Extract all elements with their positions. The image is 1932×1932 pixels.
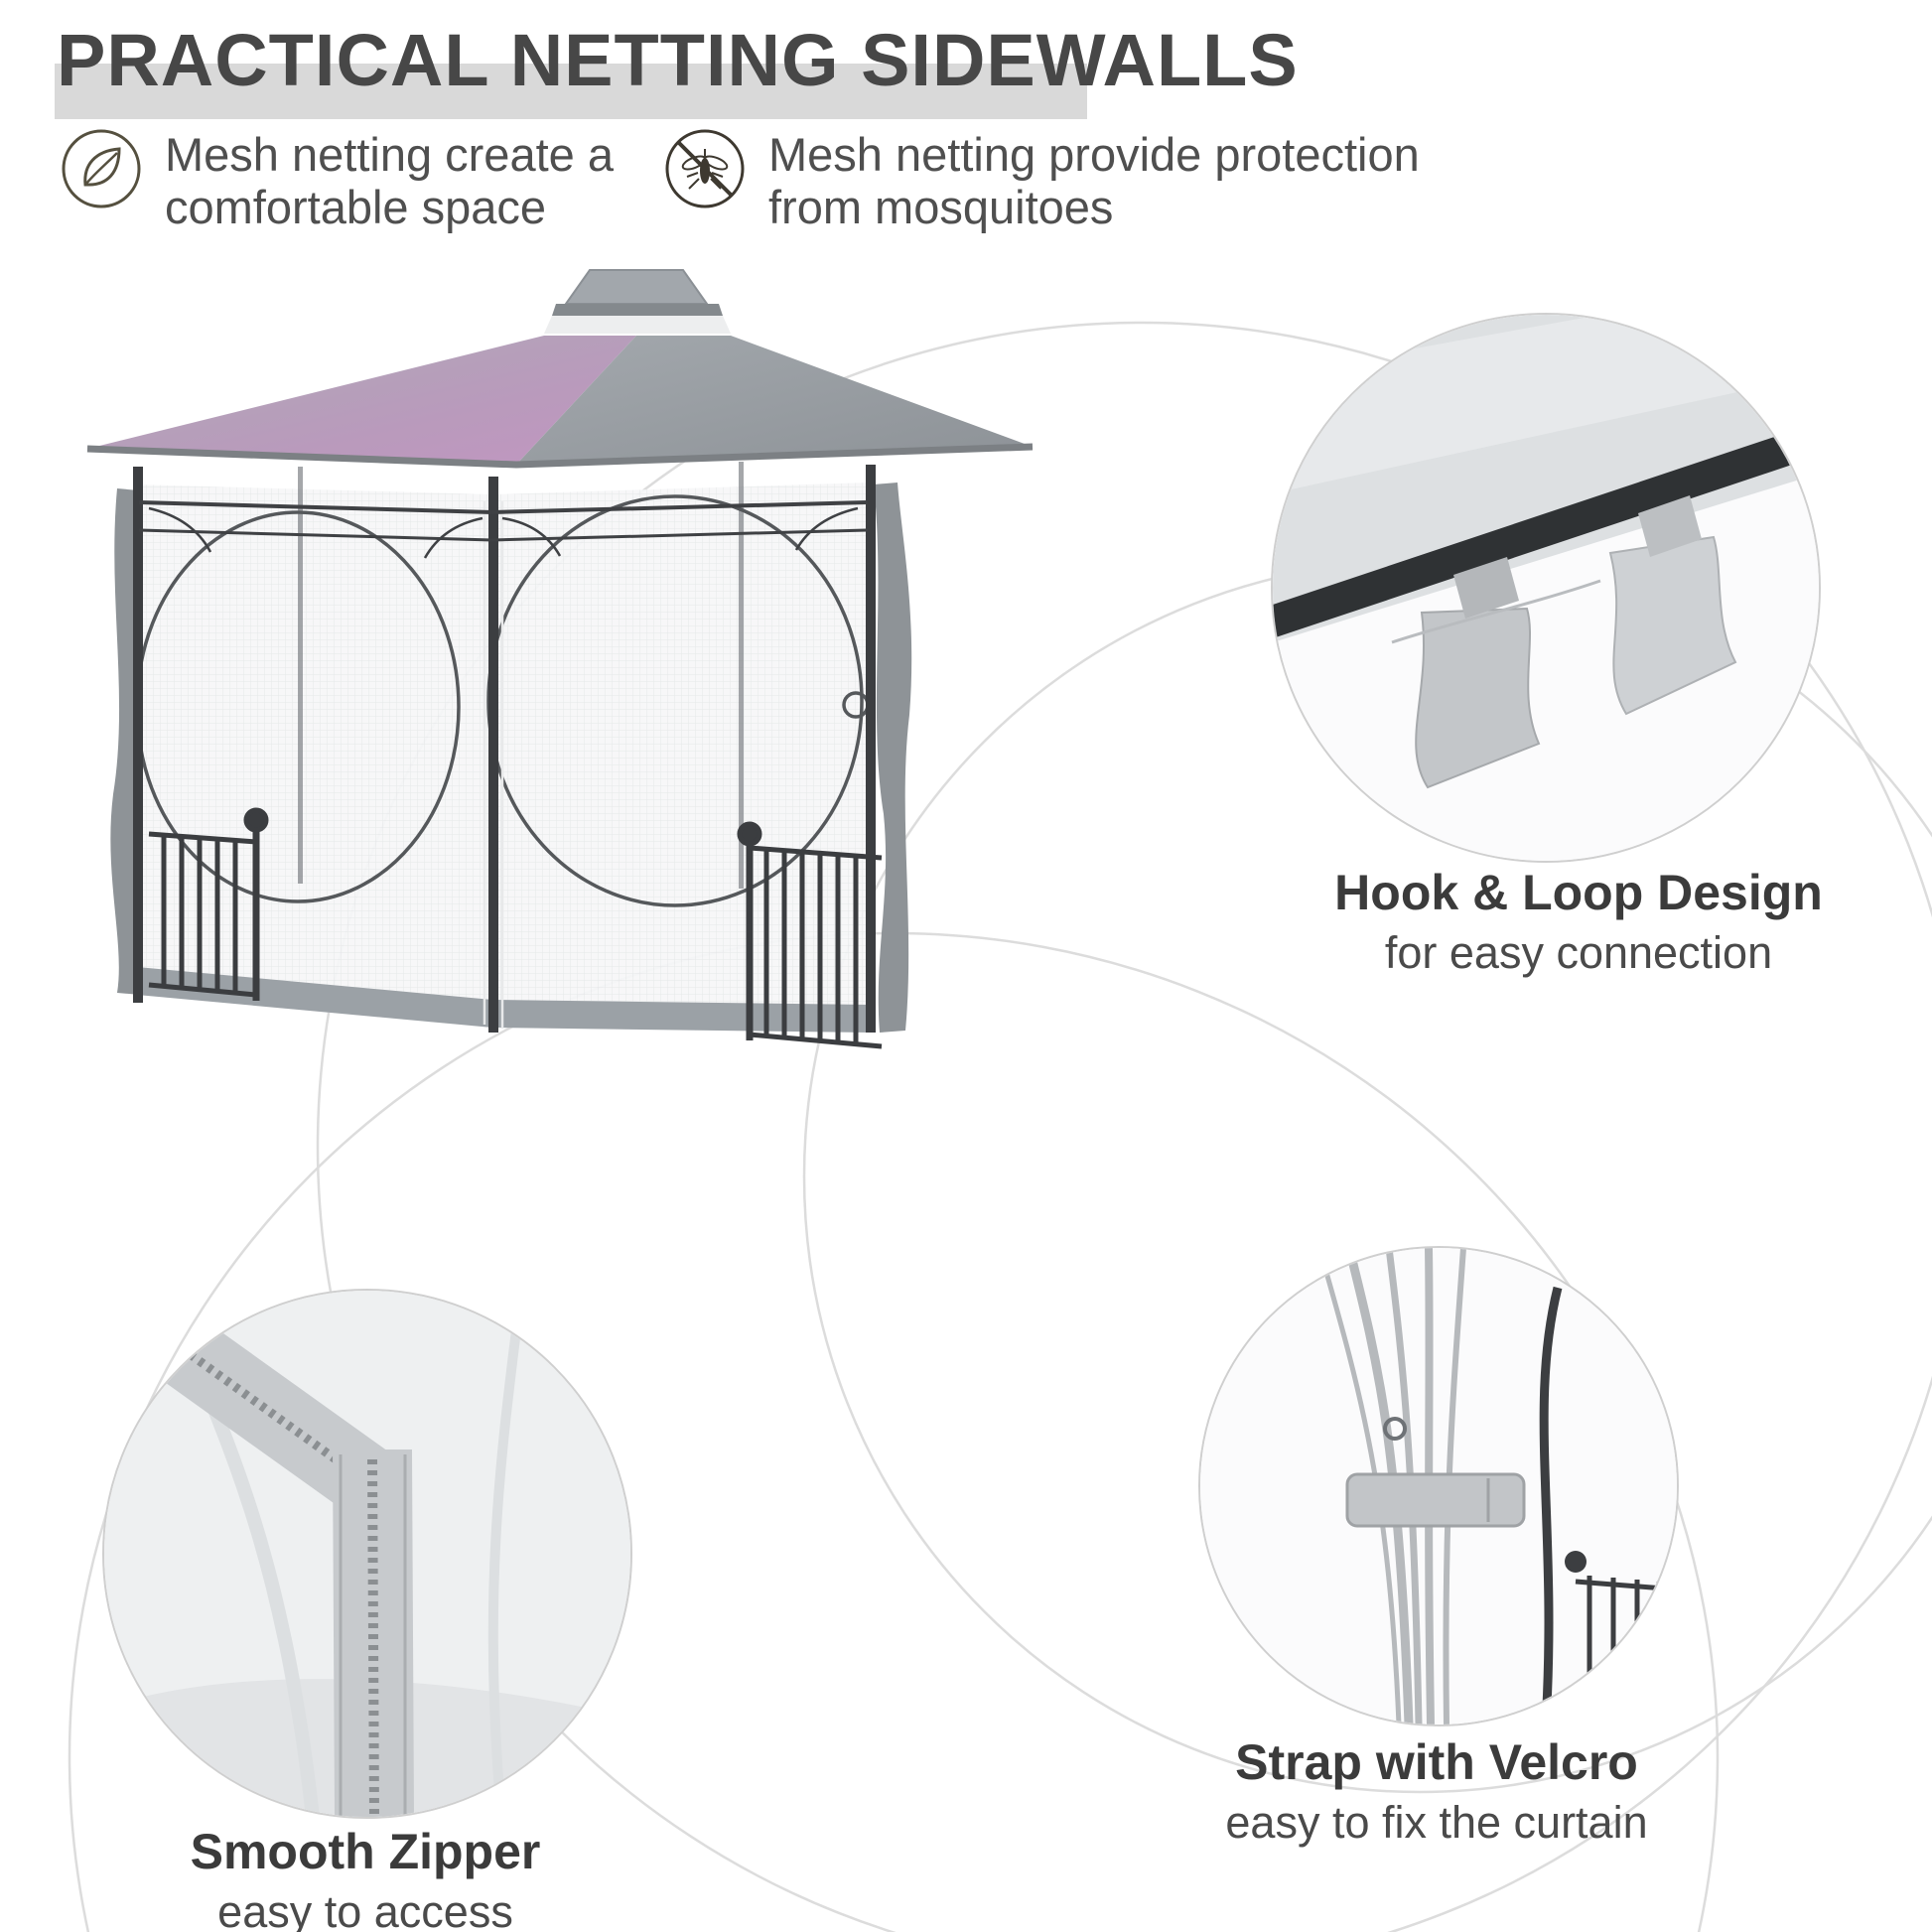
zipper-detail-circle: [102, 1289, 632, 1819]
top-rails: [138, 500, 869, 559]
feature-mosquito: Mesh netting provide protection from mos…: [663, 127, 1420, 233]
strap-detail-circle: [1198, 1246, 1679, 1726]
hook-loop-detail-circle: [1271, 313, 1821, 863]
feature-text: Mesh netting provide protection from mos…: [768, 127, 1420, 233]
hook-loop-subtitle: for easy connection: [1384, 927, 1773, 978]
mesh-sidewalls: [137, 483, 870, 1033]
no-mosquito-icon: [665, 129, 745, 208]
page-title: PRACTICAL NETTING SIDEWALLS: [57, 19, 1299, 101]
feature-line: Mesh netting provide protection: [768, 128, 1420, 181]
zipper-label: Smooth Zipper easy to access: [68, 1825, 663, 1932]
zipper-subtitle: easy to access: [217, 1886, 513, 1932]
corner-railing-left: [148, 807, 269, 1001]
strap-detail: [1200, 1248, 1677, 1725]
corner-railing-right: [737, 821, 883, 1049]
front-zipper-lines: [483, 501, 504, 1029]
strap-label: Strap with Velcro easy to fix the curtai…: [1139, 1735, 1734, 1850]
feature-line: comfortable space: [165, 180, 547, 233]
strap-subtitle: easy to fix the curtain: [1225, 1797, 1648, 1848]
canopy-roof: [86, 269, 1034, 469]
feature-comfort: Mesh netting create a comfortable space: [60, 127, 614, 233]
hook-loop-detail: [1273, 315, 1819, 861]
curtain-hem: [137, 967, 870, 1033]
gazebo-illustration: [86, 269, 1034, 1049]
title-highlight-bar: [55, 64, 1087, 119]
back-post: [298, 467, 303, 884]
hook-loop-label: Hook & Loop Design for easy connection: [1281, 866, 1876, 980]
back-post: [739, 462, 744, 889]
zipper-title: Smooth Zipper: [190, 1824, 541, 1879]
page-title-area: PRACTICAL NETTING SIDEWALLS: [55, 18, 1298, 137]
feature-line: from mosquitoes: [768, 180, 1114, 233]
feature-line: Mesh netting create a: [165, 128, 614, 181]
strap-title: Strap with Velcro: [1235, 1734, 1638, 1790]
leaf-icon: [62, 129, 141, 208]
zipper-detail: [104, 1291, 630, 1817]
hook-loop-title: Hook & Loop Design: [1334, 865, 1823, 920]
feature-text: Mesh netting create a comfortable space: [165, 127, 614, 233]
corner-posts: [133, 465, 876, 1033]
